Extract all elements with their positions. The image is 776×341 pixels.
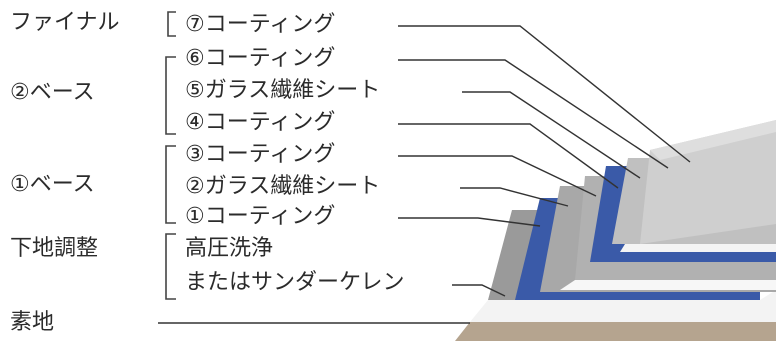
layer-block xyxy=(455,120,776,341)
group-label-base1: ①ベース xyxy=(10,172,95,197)
bracket-base1 xyxy=(165,145,176,224)
layer-label-coat7: ⑦コーティング xyxy=(185,12,336,37)
layer-label-prep-line2: またはサンダーケレン xyxy=(185,270,405,295)
bracket-prep xyxy=(165,233,176,300)
leader-glass5 xyxy=(462,91,641,179)
prep-layer xyxy=(470,290,776,322)
leader-glass2 xyxy=(460,187,569,207)
layer-label-glass2: ②ガラス繊維シート xyxy=(185,174,381,199)
group-brackets xyxy=(165,11,176,300)
layer-label-coat1: ①コーティング xyxy=(185,204,336,229)
bracket-final xyxy=(167,11,176,37)
layer-label-glass5: ⑤ガラス繊維シート xyxy=(185,78,381,103)
group-label-substrate: 素地 xyxy=(10,310,55,335)
bracket-base2 xyxy=(165,56,176,135)
leader-lines xyxy=(158,25,691,324)
layer-label-coat6: ⑥コーティング xyxy=(185,46,336,71)
group-label-final: ファイナル xyxy=(10,10,120,35)
layer-label-coat3: ③コーティング xyxy=(185,142,336,167)
leader-coat1 xyxy=(398,217,541,227)
leader-coat6 xyxy=(398,59,669,169)
layer-label-prep-line1: 高圧洗浄 xyxy=(185,236,274,261)
substrate-layer xyxy=(455,322,776,341)
leader-prep xyxy=(452,284,506,297)
leader-coat3 xyxy=(398,155,597,197)
leader-coat4 xyxy=(398,123,619,189)
group-label-base2: ②ベース xyxy=(10,80,95,105)
group-label-prep: 下地調整 xyxy=(10,236,99,261)
leader-coat7 xyxy=(398,25,691,163)
layer-label-coat4: ④コーティング xyxy=(185,110,336,135)
